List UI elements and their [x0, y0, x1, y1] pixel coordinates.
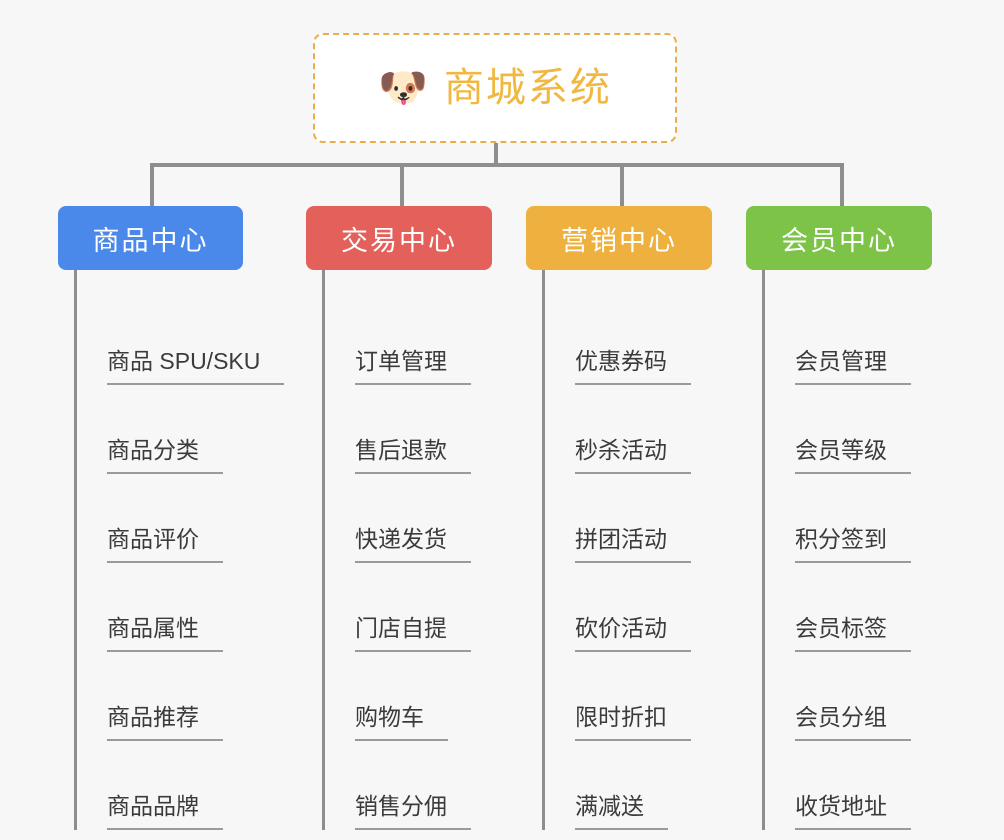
connector-drop-3	[620, 163, 624, 206]
child-list-2: 订单管理售后退款快递发货门店自提购物车销售分佣	[322, 270, 492, 830]
child-item-label: 会员分组	[795, 706, 911, 741]
child-item[interactable]: 秒杀活动	[545, 385, 712, 474]
child-item-label: 满减送	[575, 795, 668, 830]
category-column-1: 商品中心商品 SPU/SKU 商品分类商品评价商品属性商品推荐商品品牌	[58, 206, 285, 830]
child-item-label: 拼团活动	[575, 528, 691, 563]
category-column-3: 营销中心优惠券码秒杀活动拼团活动砍价活动限时折扣满减送	[526, 206, 712, 830]
child-item[interactable]: 商品属性	[77, 563, 243, 652]
connector-drop-2	[400, 163, 404, 206]
child-item[interactable]: 购物车	[325, 652, 492, 741]
child-item[interactable]: 订单管理	[325, 296, 492, 385]
category-column-2: 交易中心订单管理售后退款快递发货门店自提购物车销售分佣	[306, 206, 492, 830]
child-item[interactable]: 商品分类	[77, 385, 243, 474]
child-item[interactable]: 门店自提	[325, 563, 492, 652]
child-item[interactable]: 满减送	[545, 741, 712, 830]
child-item[interactable]: 会员管理	[765, 296, 932, 385]
child-item-label: 收货地址	[795, 795, 911, 830]
child-item[interactable]: 拼团活动	[545, 474, 712, 563]
child-item-label: 门店自提	[355, 617, 471, 652]
category-header-1[interactable]: 商品中心	[58, 206, 243, 270]
child-item-label: 售后退款	[355, 439, 471, 474]
root-node[interactable]: 🐶 商城系统	[313, 33, 677, 143]
root-node-title: 商城系统	[443, 66, 612, 110]
child-item[interactable]: 商品评价	[77, 474, 243, 563]
connector-drop-4	[840, 163, 844, 206]
child-item-label: 商品品牌	[107, 795, 223, 830]
child-item[interactable]: 会员分组	[765, 652, 932, 741]
child-item[interactable]: 商品品牌	[77, 741, 243, 830]
child-item-label: 秒杀活动	[575, 439, 691, 474]
child-item[interactable]: 商品推荐	[77, 652, 243, 741]
child-item[interactable]: 限时折扣	[545, 652, 712, 741]
child-item-label: 商品属性	[107, 617, 223, 652]
child-item[interactable]: 收货地址	[765, 741, 932, 830]
connector-root-stem	[494, 143, 498, 166]
child-item-label: 限时折扣	[575, 706, 691, 741]
child-item[interactable]: 售后退款	[325, 385, 492, 474]
child-item-label: 会员管理	[795, 350, 911, 385]
child-item-label: 商品 SPU/SKU	[107, 350, 285, 385]
child-item-label: 购物车	[355, 706, 448, 741]
child-item-label: 砍价活动	[575, 617, 691, 652]
category-header-4[interactable]: 会员中心	[746, 206, 932, 270]
child-item-label: 会员标签	[795, 617, 911, 652]
child-item-label: 商品分类	[107, 439, 223, 474]
child-item-label: 商品推荐	[107, 706, 223, 741]
child-item[interactable]: 优惠券码	[545, 296, 712, 385]
child-item-label: 快递发货	[355, 528, 471, 563]
child-item-label: 优惠券码	[575, 350, 691, 385]
category-column-4: 会员中心会员管理会员等级积分签到会员标签会员分组收货地址	[746, 206, 932, 830]
child-item[interactable]: 销售分佣	[325, 741, 492, 830]
child-item-label: 会员等级	[795, 439, 911, 474]
child-item[interactable]: 会员标签	[765, 563, 932, 652]
child-item[interactable]: 会员等级	[765, 385, 932, 474]
child-list-3: 优惠券码秒杀活动拼团活动砍价活动限时折扣满减送	[542, 270, 712, 830]
connector-horizontal-bus	[150, 163, 840, 167]
child-list-4: 会员管理会员等级积分签到会员标签会员分组收货地址	[762, 270, 932, 830]
child-item-label: 积分签到	[795, 528, 911, 563]
shiba-dog-face-icon: 🐶	[378, 66, 428, 110]
child-item-label: 商品评价	[107, 528, 223, 563]
child-item[interactable]: 商品 SPU/SKU	[77, 296, 285, 385]
category-header-3[interactable]: 营销中心	[526, 206, 712, 270]
child-item-label: 销售分佣	[355, 795, 471, 830]
connector-drop-1	[150, 163, 154, 206]
category-header-2[interactable]: 交易中心	[306, 206, 492, 270]
child-item-label: 订单管理	[355, 350, 471, 385]
child-item[interactable]: 砍价活动	[545, 563, 712, 652]
child-list-1: 商品 SPU/SKU 商品分类商品评价商品属性商品推荐商品品牌	[74, 270, 285, 830]
child-item[interactable]: 快递发货	[325, 474, 492, 563]
child-item[interactable]: 积分签到	[765, 474, 932, 563]
